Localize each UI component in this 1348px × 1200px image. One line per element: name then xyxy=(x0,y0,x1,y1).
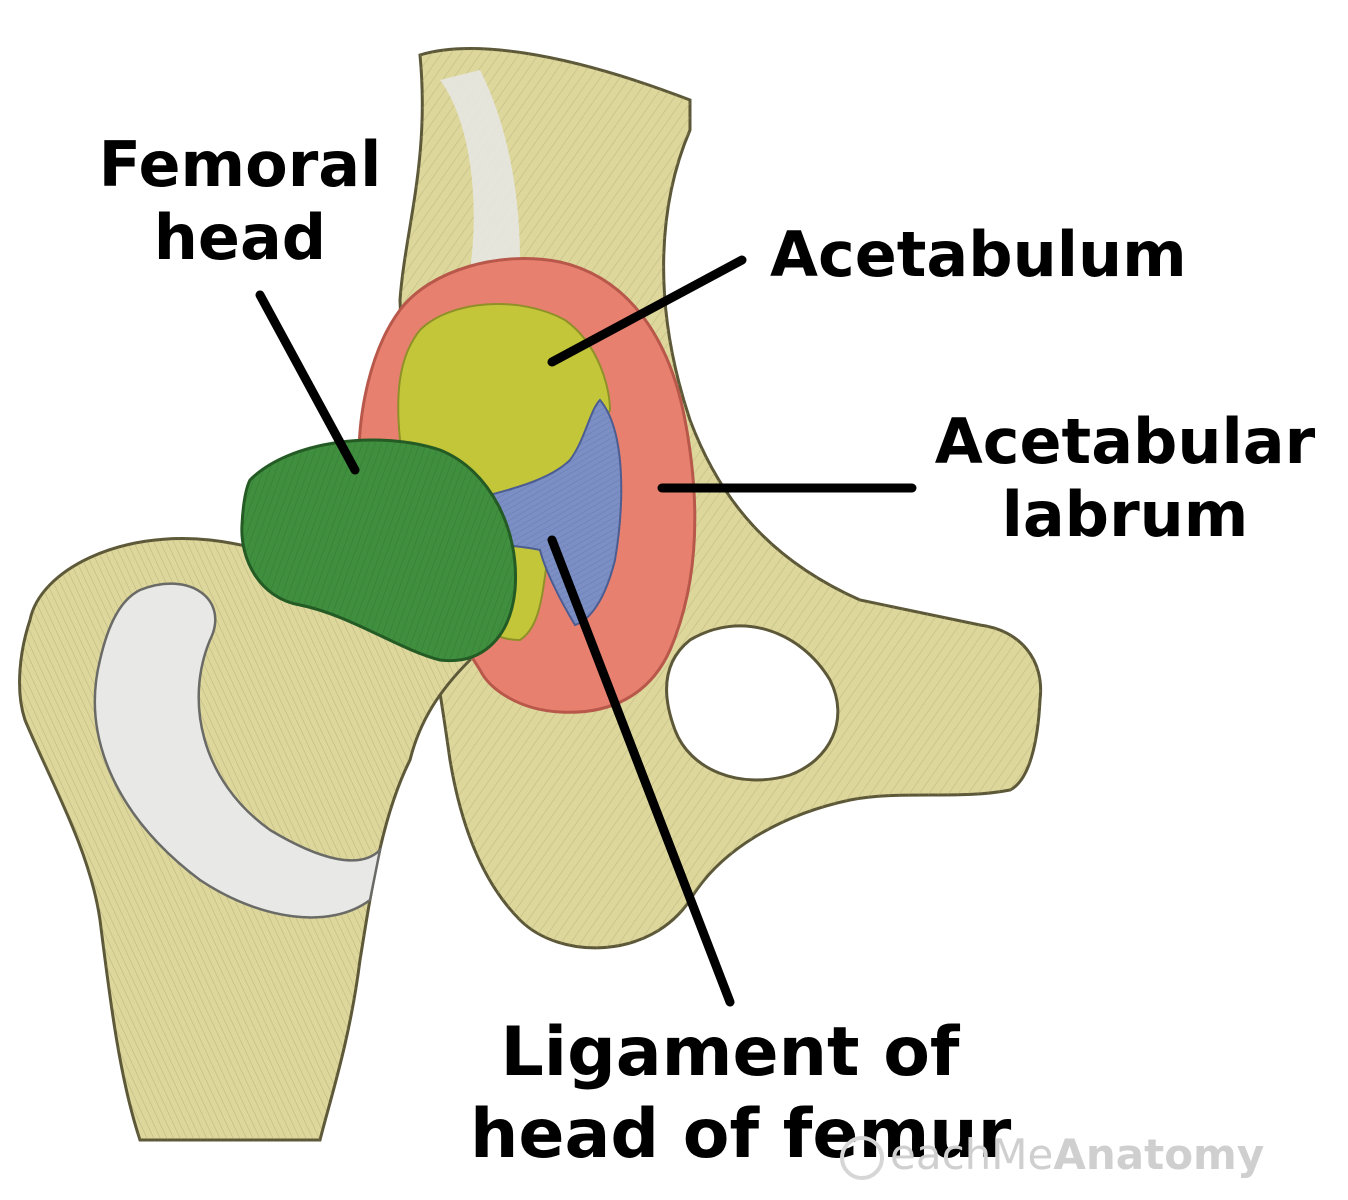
watermark-prefix: eachMe xyxy=(890,1130,1054,1179)
femoral-head-label: Femoral head xyxy=(90,128,390,274)
acetabulum-label-text: Acetabulum xyxy=(770,218,1187,291)
femoral-head-label-line2: head xyxy=(153,201,327,275)
acetabular-labrum-label-line2: labrum xyxy=(1001,478,1249,552)
femoral-head-leader-line xyxy=(255,290,360,475)
acetabular-labrum-label-line1: Acetabular xyxy=(934,405,1316,478)
ligament-label: Ligament of head of femur xyxy=(470,1012,1012,1175)
femur-bone xyxy=(18,537,472,1142)
ligament-label-line1: Ligament of xyxy=(500,1013,960,1092)
femoral-head-label-line1: Femoral xyxy=(98,128,382,201)
acetabulum-label: Acetabulum xyxy=(770,218,1200,291)
ligament-leader-line xyxy=(547,535,735,1007)
acetabular-labrum-label: Acetabular labrum xyxy=(925,405,1325,551)
ligament-label-line2: head of femur xyxy=(470,1094,1012,1174)
acetabulum-leader-line xyxy=(547,255,747,367)
watermark: eachMeAnatomy xyxy=(840,1130,1264,1180)
teachmeanatomy-logo-icon xyxy=(840,1135,884,1180)
watermark-brand: Anatomy xyxy=(1053,1130,1265,1179)
